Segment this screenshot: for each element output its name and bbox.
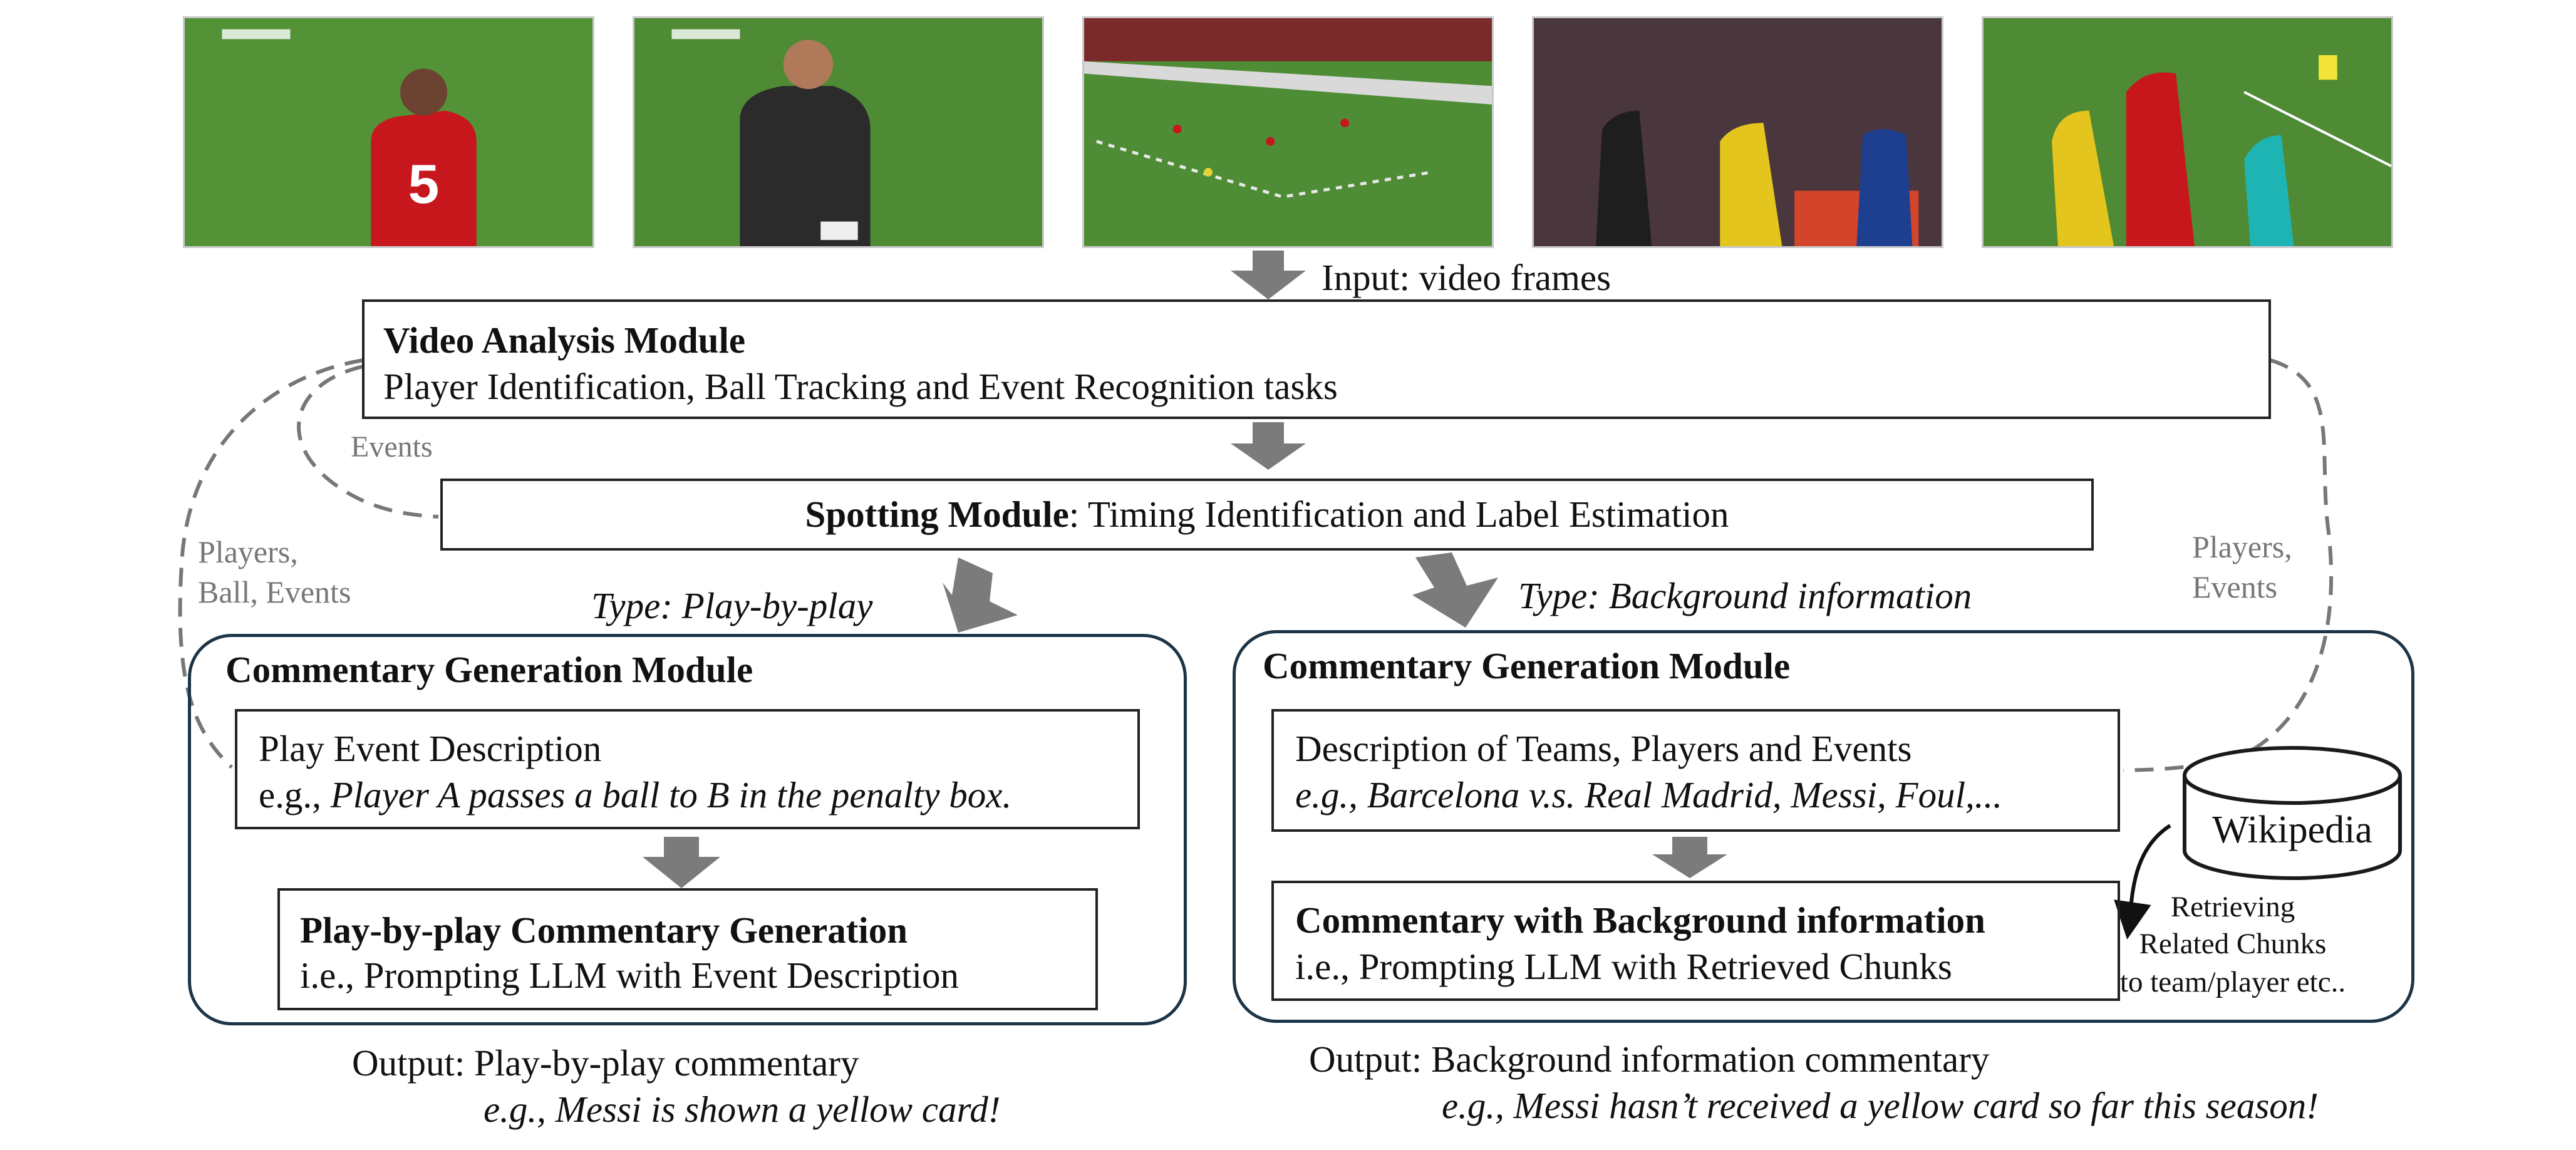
right-gen-title: Commentary with Background information: [1295, 899, 1985, 941]
svg-text:5: 5: [408, 153, 440, 215]
retrieving-arrow: [2114, 824, 2171, 940]
retrieving-line-2: Related Chunks: [2139, 928, 2327, 960]
events-dashed-curve: [297, 365, 439, 519]
spotting-module: Spotting Module: Timing Identification a…: [440, 479, 2094, 551]
wikipedia-label: Wikipedia: [2212, 809, 2372, 851]
left-gen-title: Play-by-play Commentary Generation: [300, 909, 908, 951]
right-commentary-generation-module: [1233, 630, 2414, 1023]
video-frame-2: [633, 16, 1044, 248]
players-ball-events-label-1: Players,: [198, 534, 298, 569]
right-desc-line1: Description of Teams, Players and Events: [1295, 728, 1912, 769]
right-type-arrow: [1412, 552, 1498, 628]
right-type-label: Type: Background information: [1518, 575, 1972, 616]
left-gen-desc: i.e., Prompting LLM with Event Descripti…: [300, 955, 960, 996]
right-generation-box: Commentary with Background information i…: [1271, 881, 2120, 1001]
left-desc-prefix: e.g.,: [259, 774, 331, 816]
players-ball-events-label-2: Ball, Events: [198, 574, 351, 609]
analysis-to-spotting-arrow: [1231, 422, 1306, 470]
right-desc-example: e.g., Barcelona v.s. Real Madrid, Messi,…: [1295, 774, 2002, 816]
wikipedia-database-icon: [2183, 746, 2402, 880]
left-generation-box: Play-by-play Commentary Generation i.e.,…: [277, 888, 1098, 1010]
video-frame-5: [1982, 16, 2393, 248]
left-module-title: Commentary Generation Module: [225, 649, 753, 690]
right-output-example: e.g., Messi hasn’t received a yellow car…: [1442, 1085, 2319, 1126]
spotting-desc: : Timing Identification and Label Estima…: [1068, 494, 1729, 535]
retrieving-line-3: to team/player etc..: [2119, 966, 2346, 998]
events-label: Events: [351, 430, 433, 464]
video-frame-4: [1532, 16, 1943, 248]
left-desc-line2: e.g., Player A passes a ball to B in the…: [259, 777, 1011, 814]
left-play-event-description-box: Play Event Description e.g., Player A pa…: [235, 709, 1140, 829]
players-events-label-1: Players,: [2192, 529, 2292, 564]
left-type-label: Type: Play-by-play: [591, 585, 873, 626]
left-desc-example: Player A passes a ball to B in the penal…: [330, 774, 1012, 816]
video-analysis-module: Video Analysis Module Player Identificat…: [362, 299, 2271, 419]
left-output-example: e.g., Messi is shown a yellow card!: [484, 1089, 1001, 1130]
left-commentary-generation-module: [188, 634, 1187, 1025]
video-frame-1: 5: [183, 16, 594, 248]
video-analysis-title: Video Analysis Module: [383, 319, 746, 361]
spotting-title: Spotting Module: [805, 494, 1069, 535]
players-events-label-2: Events: [2192, 569, 2278, 604]
left-output-label: Output: Play-by-play commentary: [352, 1042, 859, 1084]
input-label: Input: video frames: [1322, 257, 1611, 298]
retrieving-line-1: Retrieving: [2170, 891, 2295, 923]
right-inner-arrow: [1652, 837, 1727, 878]
players-ball-events-dashed-curve: [178, 358, 364, 769]
video-analysis-desc: Player Identification, Ball Tracking and…: [383, 366, 1338, 407]
left-desc-line1: Play Event Description: [259, 728, 602, 769]
right-gen-desc: i.e., Prompting LLM with Retrieved Chunk…: [1295, 946, 1952, 987]
video-frame-3: [1082, 16, 1494, 248]
left-type-arrow: [943, 557, 1018, 633]
right-module-title: Commentary Generation Module: [1263, 645, 1791, 686]
right-description-box: Description of Teams, Players and Events…: [1271, 709, 2120, 832]
input-arrow: [1231, 251, 1306, 299]
left-inner-arrow: [643, 837, 720, 888]
right-output-label: Output: Background information commentar…: [1309, 1039, 1990, 1080]
